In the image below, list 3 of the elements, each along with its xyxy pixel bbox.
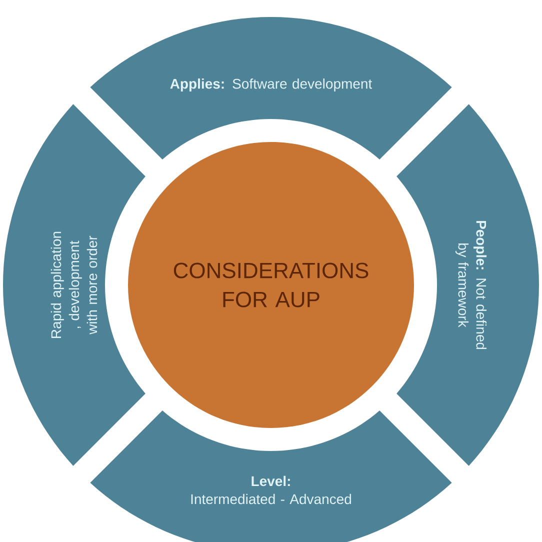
ring-segment: Level: Intermediated - Advanced: [90, 410, 452, 542]
ring-segment: Rapid application , development with more order: [3, 104, 146, 466]
ring-segment: Applies: Software development: [90, 17, 452, 160]
